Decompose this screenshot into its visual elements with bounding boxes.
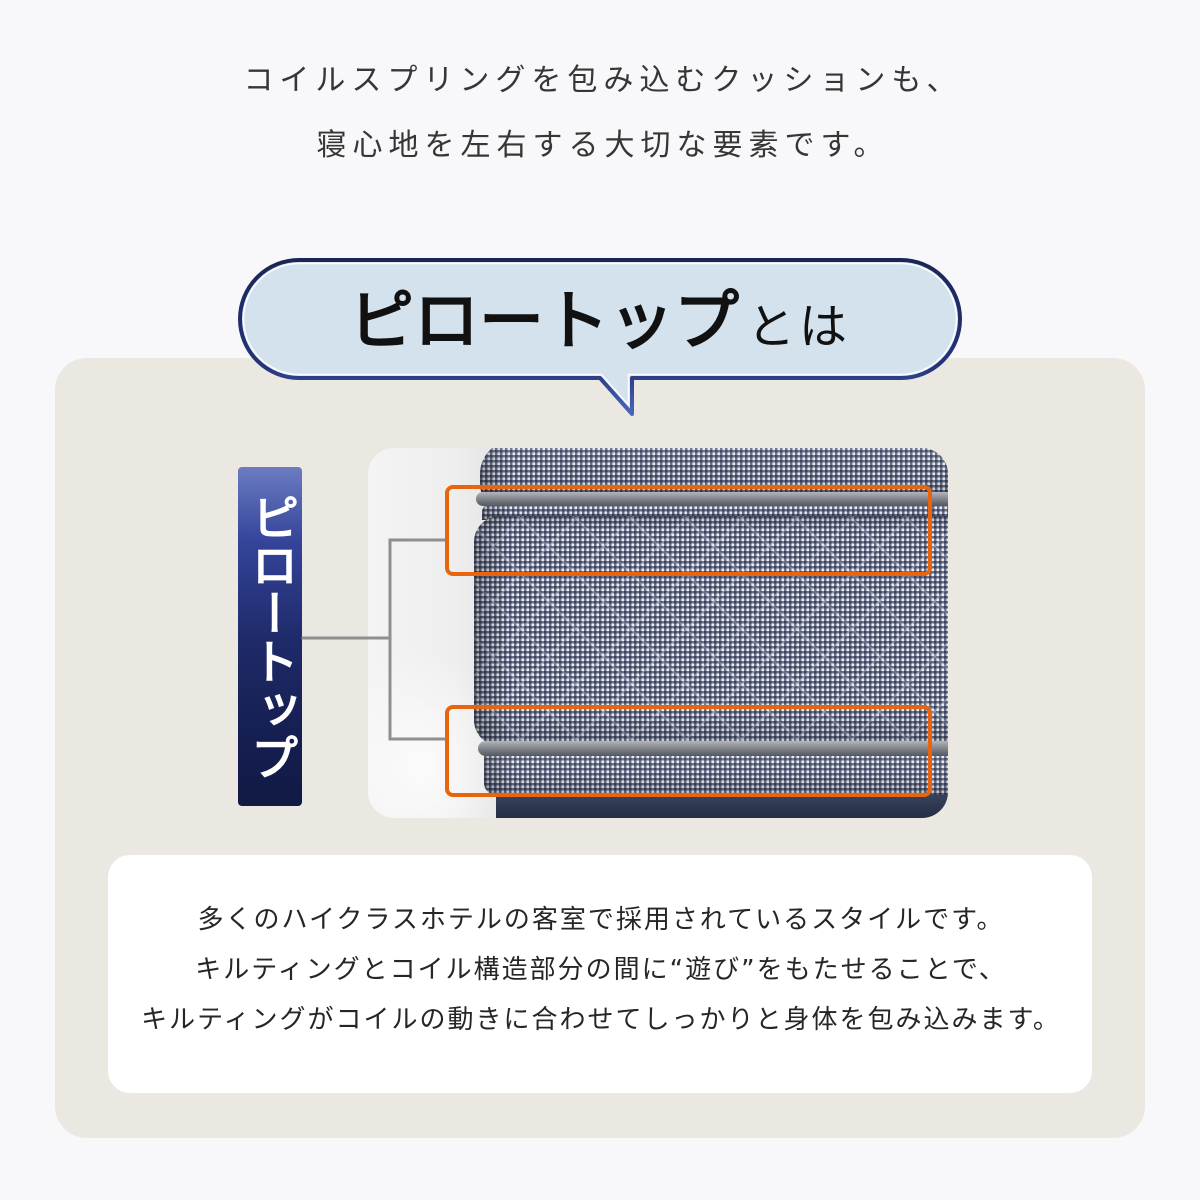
- headline: コイルスプリングを包み込むクッションも、 寝心地を左右する大切な要素です。: [0, 48, 1200, 178]
- mattress-top-piping: [476, 492, 948, 506]
- pillow-top-label: ピロートップ: [238, 467, 302, 806]
- speech-bubble-title-text: ピロートップとは: [349, 285, 851, 354]
- description-line-3: キルティングがコイルの動きに合わせてしっかりと身体を包み込みます。: [141, 1005, 1061, 1035]
- highlight-box-bottom: [445, 705, 932, 797]
- speech-bubble: [238, 258, 962, 416]
- description-line-1: 多くのハイクラスホテルの客室で採用されているスタイルです。: [197, 905, 1005, 935]
- speech-bubble-inner-outline: [242, 262, 958, 406]
- callout-overlay: [301, 485, 932, 797]
- headline-line-1: コイルスプリングを包み込むクッションも、: [243, 63, 963, 98]
- mattress-lower-layer: [484, 753, 948, 795]
- mattress-bottom-piping: [478, 741, 948, 756]
- connector-bracket: [388, 538, 449, 741]
- headline-line-2: 寝心地を左右する大切な要素です。: [316, 128, 890, 163]
- description-card: 多くのハイクラスホテルの客室で採用されているスタイルです。 キルティングとコイル…: [108, 855, 1092, 1093]
- mattress-pillow-top: [480, 448, 948, 500]
- speech-bubble-shape: [238, 258, 962, 416]
- highlight-box-top: [445, 485, 932, 576]
- speech-bubble-title: ピロートップとは: [240, 260, 960, 378]
- bubble-suffix: とは: [747, 298, 852, 355]
- bubble-term: ピロートップ: [348, 283, 739, 359]
- pillow-top-label-text: ピロートップ: [242, 492, 298, 781]
- description-line-2: キルティングとコイル構造部分の間に“遊び”をもたせることで、: [195, 955, 1007, 985]
